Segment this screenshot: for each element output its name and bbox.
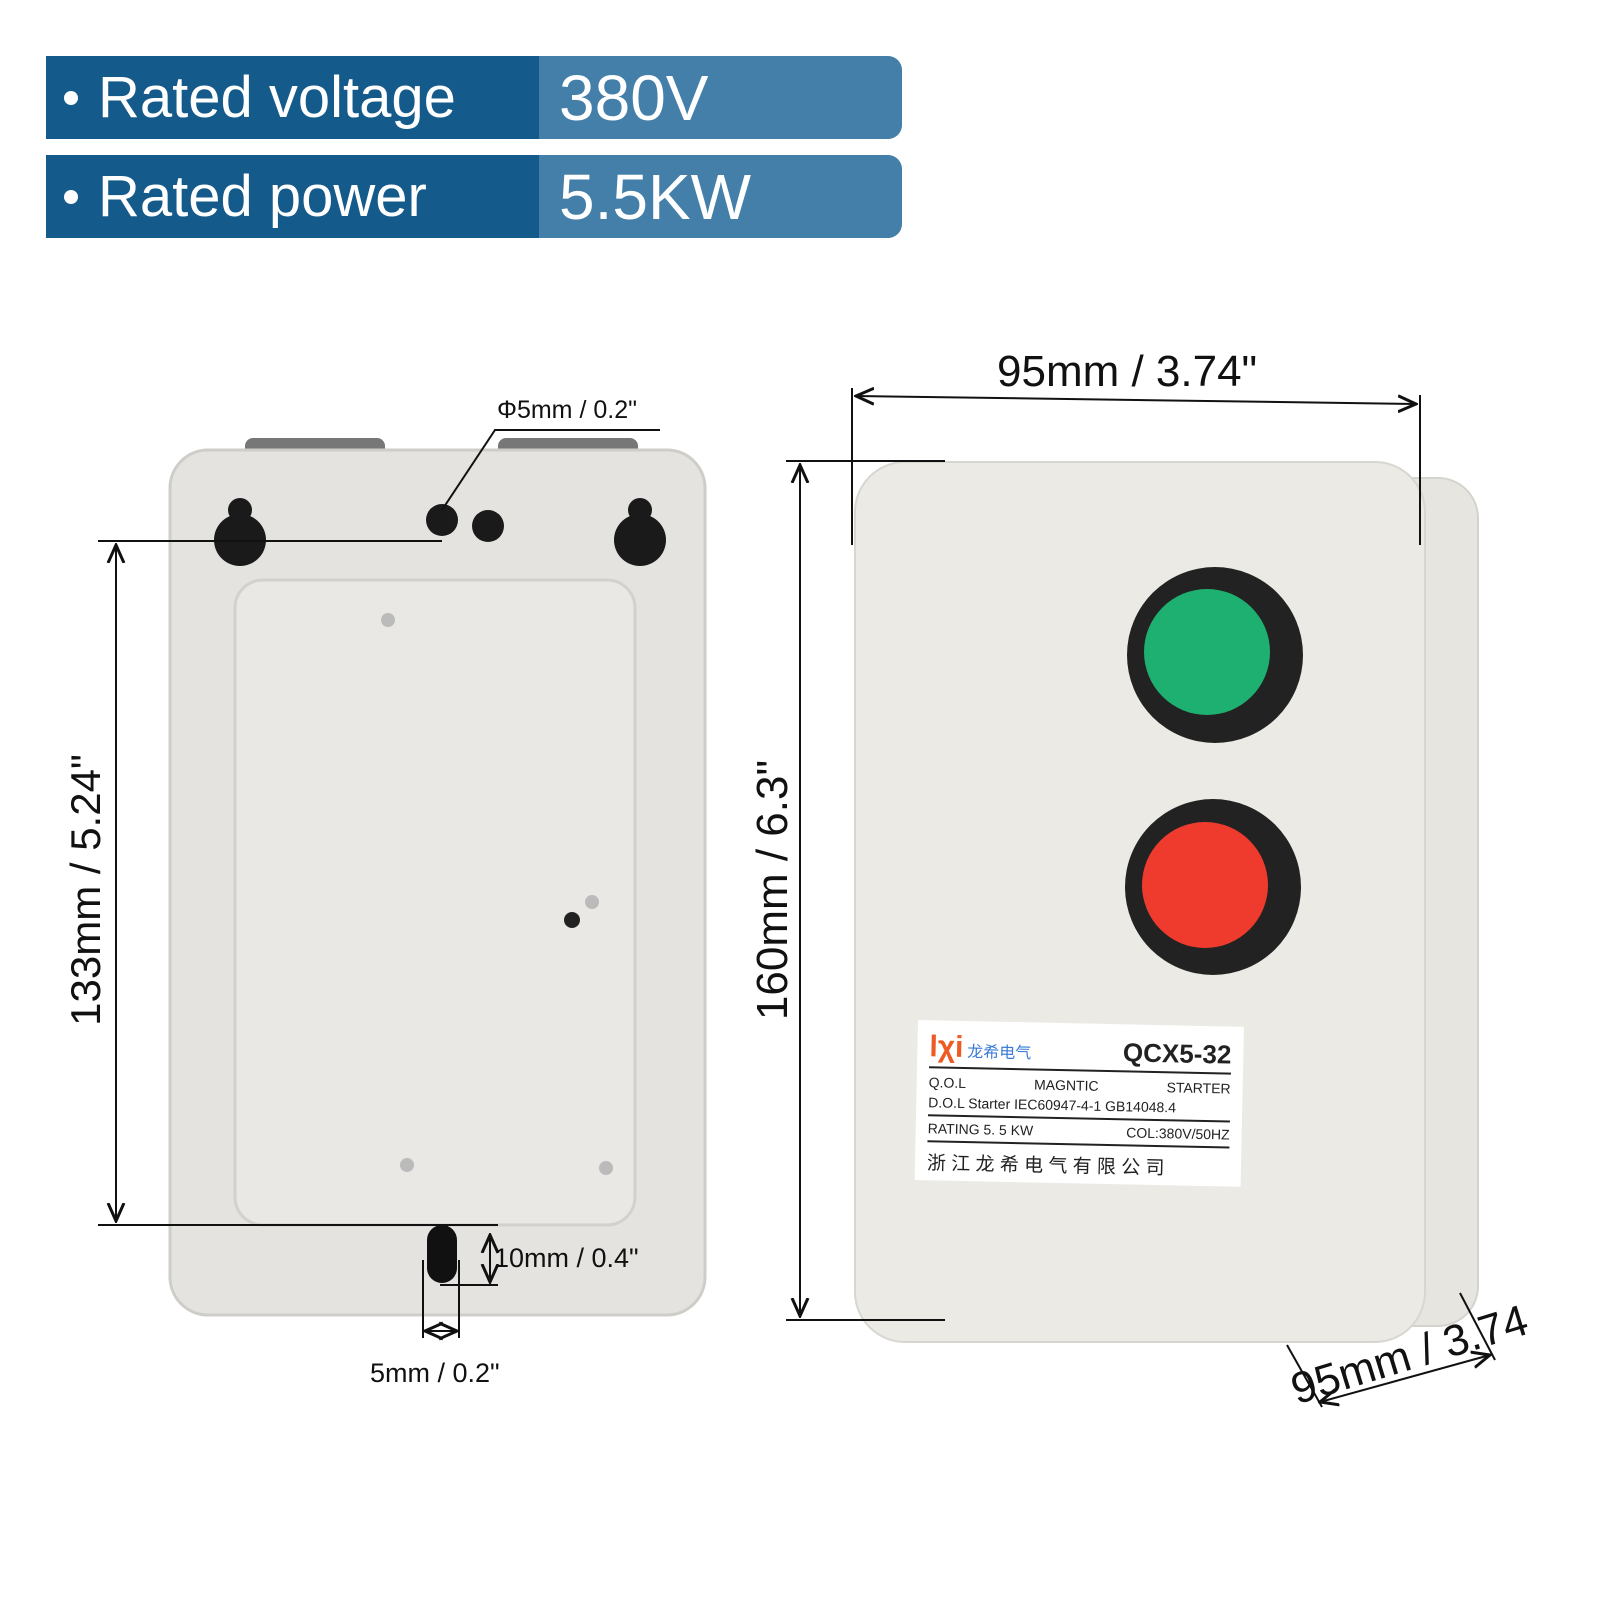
slot-height-label: 10mm / 0.4" xyxy=(494,1243,639,1273)
back-view-enclosure xyxy=(168,438,707,1317)
nameplate-text: COL:380V/50HZ xyxy=(1126,1124,1230,1143)
nameplate-text: MAGNTIC xyxy=(1033,1076,1099,1094)
spec-value: 5.5KW xyxy=(559,160,752,233)
brand-logo: lχi xyxy=(929,1030,964,1064)
mount-height-label: 133mm / 5.24" xyxy=(62,754,109,1026)
bullet-icon xyxy=(64,189,78,204)
spec-value: 380V xyxy=(559,61,709,134)
model-number: QCX5-32 xyxy=(1122,1037,1232,1070)
hole-diameter-label: Φ5mm / 0.2" xyxy=(497,396,637,424)
nameplate-text: STARTER xyxy=(1166,1079,1231,1097)
spec-rated-voltage: Rated voltage 380V xyxy=(46,56,902,139)
start-button xyxy=(1144,589,1270,715)
nameplate-text: RATING 5. 5 KW xyxy=(927,1120,1034,1139)
front-dimension-lines xyxy=(786,388,1496,1408)
spec-rated-power: Rated power 5.5KW xyxy=(46,155,902,238)
brand-cn: 龙希电气 xyxy=(966,1044,1032,1063)
nameplate-text: Q.O.L xyxy=(928,1074,967,1092)
company-name: 浙 江 龙 希 电 气 有 限 公 司 xyxy=(926,1153,1165,1180)
spec-label: Rated voltage xyxy=(98,65,456,130)
spec-label: Rated power xyxy=(98,164,427,229)
nameplate-text: D.O.L Starter IEC60947-4-1 GB14048.4 xyxy=(928,1094,1177,1116)
stop-button xyxy=(1142,822,1268,948)
back-dimension-lines xyxy=(98,429,660,1338)
slot-width-label: 5mm / 0.2" xyxy=(370,1358,500,1388)
height-label: 160mm / 6.3" xyxy=(748,759,797,1021)
bullet-icon xyxy=(64,90,78,105)
width-label: 95mm / 3.74" xyxy=(997,347,1258,396)
nameplate: lχi 龙希电气 QCX5-32 Q.O.L MAGNTIC STARTER D.O… xyxy=(914,1020,1244,1187)
front-view-enclosure xyxy=(854,461,1479,1343)
